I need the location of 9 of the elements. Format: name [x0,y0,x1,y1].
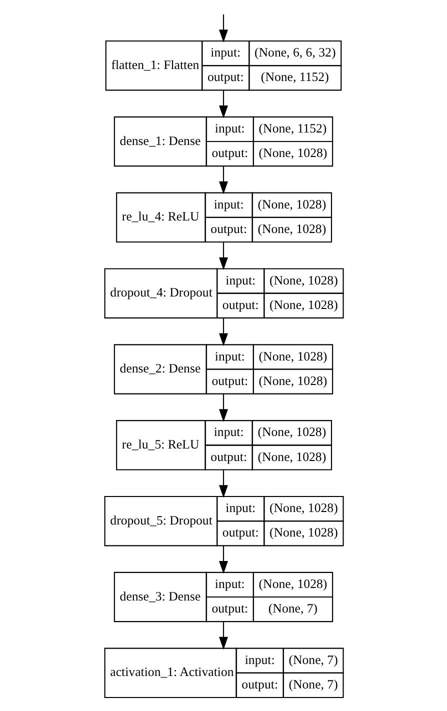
arrow [219,318,228,346]
arrow [219,470,228,498]
arrow [219,90,228,118]
arrow [219,166,228,194]
arrow [219,242,228,270]
arrow [219,622,228,650]
arrow [219,14,228,42]
arrow [219,394,228,422]
arrow [219,546,228,574]
